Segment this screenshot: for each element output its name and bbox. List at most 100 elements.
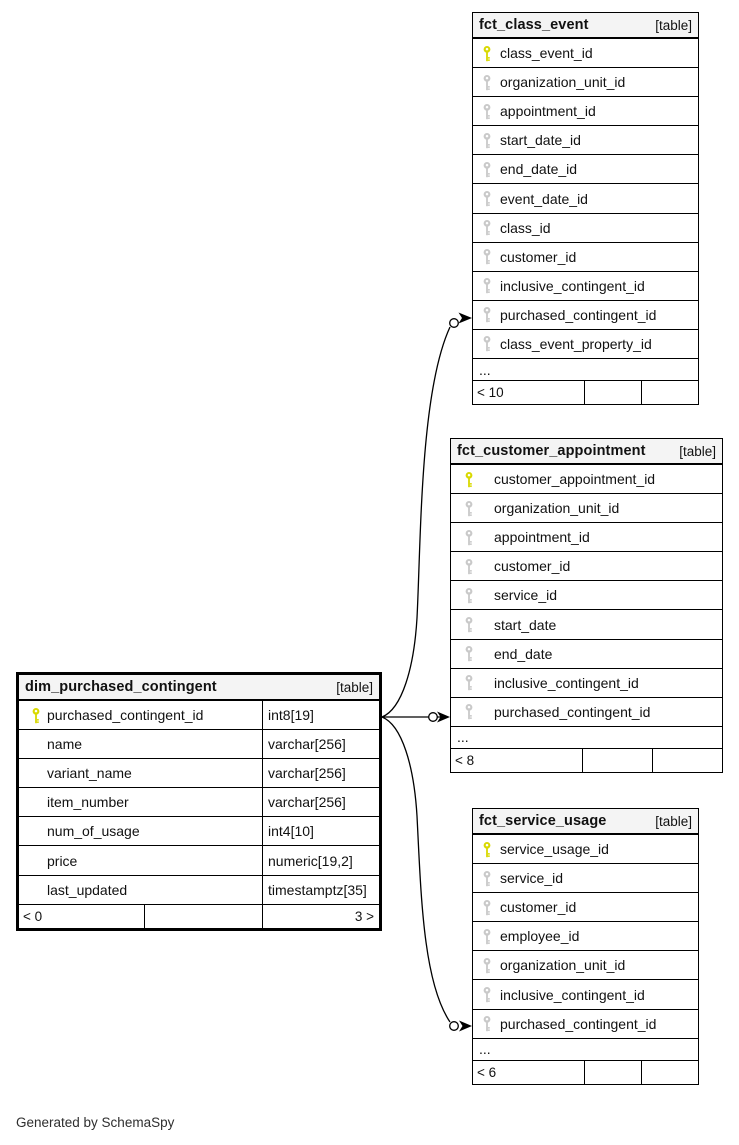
foreign-key-icon: [463, 645, 475, 662]
arrowhead-icon: [458, 312, 472, 324]
related-count-left: < 0: [19, 904, 145, 928]
column-name: purchased_contingent_id: [500, 306, 657, 323]
column-name: class_event_property_id: [500, 335, 652, 352]
column-row-class_id[interactable]: class_id: [473, 213, 698, 243]
foreign-key-icon: [481, 306, 493, 323]
foreign-key-icon: [481, 248, 493, 265]
column-row-purchased_contingent_id[interactable]: purchased_contingent_id: [473, 1009, 698, 1039]
arrowhead-icon: [437, 711, 450, 723]
table-title: fct_service_usage: [479, 813, 607, 829]
column-row-service_id[interactable]: service_id: [451, 581, 722, 611]
arrowhead-icon: [459, 1020, 472, 1032]
column-type: numeric[19,2]: [262, 846, 379, 875]
column-name: inclusive_contingent_id: [500, 986, 645, 1003]
column-row-appointment_id[interactable]: appointment_id: [473, 97, 698, 127]
footer-spacer-cell: [145, 904, 263, 928]
table-header[interactable]: dim_purchased_contingent [table]: [19, 675, 379, 701]
table-footer: < 0 3 >: [19, 904, 379, 928]
foreign-key-icon: [463, 587, 475, 604]
column-row-purchased_contingent_id[interactable]: purchased_contingent_id: [451, 697, 722, 727]
column-name: last_updated: [47, 881, 128, 898]
primary-key-icon: [463, 471, 475, 488]
column-name: end_date_id: [500, 161, 578, 178]
column-row-service_id[interactable]: service_id: [473, 864, 698, 894]
column-type: varchar[256]: [262, 759, 379, 788]
foreign-key-icon: [481, 190, 493, 207]
column-row-customer_id[interactable]: customer_id: [451, 552, 722, 582]
table-footer: < 8: [451, 748, 722, 772]
zero-cardinality-circle: [449, 318, 459, 328]
column-name: inclusive_contingent_id: [494, 674, 639, 691]
column-name: customer_id: [500, 899, 577, 916]
column-row-customer_appointment_id[interactable]: customer_appointment_id: [451, 465, 722, 495]
table-title: dim_purchased_contingent: [25, 679, 217, 695]
column-row-class_event_id[interactable]: class_event_id: [473, 39, 698, 69]
related-count-right: [653, 749, 722, 772]
column-name: purchased_contingent_id: [500, 1015, 657, 1032]
foreign-key-icon: [481, 957, 493, 974]
footer-spacer-cell: [583, 748, 653, 772]
edge-to-fct-class-event: [381, 326, 451, 718]
table-header[interactable]: fct_service_usage [table]: [473, 809, 698, 835]
column-row-variant_name[interactable]: variant_name varchar[256]: [19, 759, 379, 789]
column-name: event_date_id: [500, 190, 588, 207]
table-fct-service-usage[interactable]: fct_service_usage [table] service_usage_…: [472, 808, 699, 1085]
foreign-key-icon: [481, 132, 493, 149]
column-row-num_of_usage[interactable]: num_of_usage int4[10]: [19, 817, 379, 847]
table-dim-purchased-contingent[interactable]: dim_purchased_contingent [table] purchas…: [16, 672, 382, 931]
ellipsis-row: ...: [473, 1039, 698, 1061]
foreign-key-icon: [463, 500, 475, 517]
table-fct-customer-appointment[interactable]: fct_customer_appointment [table] custome…: [450, 438, 723, 773]
related-count-left: < 8: [451, 748, 583, 772]
foreign-key-icon: [481, 277, 493, 294]
column-row-organization_unit_id[interactable]: organization_unit_id: [451, 494, 722, 524]
column-row-end_date[interactable]: end_date: [451, 639, 722, 669]
related-count-right: [642, 1061, 698, 1084]
column-type: int4[10]: [262, 817, 379, 846]
foreign-key-icon: [481, 986, 493, 1003]
column-row-start_date[interactable]: start_date: [451, 610, 722, 640]
column-row-purchased_contingent_id[interactable]: purchased_contingent_id: [473, 300, 698, 330]
column-row-end_date_id[interactable]: end_date_id: [473, 155, 698, 185]
column-row-start_date_id[interactable]: start_date_id: [473, 126, 698, 156]
table-header[interactable]: fct_class_event [table]: [473, 13, 698, 39]
table-type-badge: [table]: [679, 443, 716, 459]
column-name: purchased_contingent_id: [47, 707, 204, 724]
primary-key-icon: [481, 841, 493, 858]
column-row-service_usage_id[interactable]: service_usage_id: [473, 835, 698, 865]
foreign-key-icon: [463, 616, 475, 633]
column-row-event_date_id[interactable]: event_date_id: [473, 184, 698, 214]
footer-spacer-cell: [585, 381, 642, 405]
column-row-inclusive_contingent_id[interactable]: inclusive_contingent_id: [473, 980, 698, 1010]
column-name: end_date: [494, 645, 553, 662]
primary-key-icon: [481, 45, 493, 62]
foreign-key-icon: [481, 899, 493, 916]
column-row-class_event_property_id[interactable]: class_event_property_id: [473, 329, 698, 360]
column-row-organization_unit_id[interactable]: organization_unit_id: [473, 951, 698, 981]
table-header[interactable]: fct_customer_appointment [table]: [451, 439, 722, 465]
column-name: num_of_usage: [47, 823, 140, 840]
table-type-badge: [table]: [655, 17, 692, 33]
zero-cardinality-circle: [428, 712, 438, 722]
column-row-appointment_id[interactable]: appointment_id: [451, 523, 722, 553]
foreign-key-icon: [463, 703, 475, 720]
column-row-customer_id[interactable]: customer_id: [473, 893, 698, 923]
column-name: name: [47, 736, 83, 753]
column-row-organization_unit_id[interactable]: organization_unit_id: [473, 68, 698, 98]
column-name: class_event_id: [500, 45, 593, 62]
column-name: service_id: [500, 870, 564, 887]
column-row-employee_id[interactable]: employee_id: [473, 922, 698, 952]
column-row-inclusive_contingent_id[interactable]: inclusive_contingent_id: [451, 668, 722, 698]
column-row-inclusive_contingent_id[interactable]: inclusive_contingent_id: [473, 271, 698, 301]
column-row-customer_id[interactable]: customer_id: [473, 242, 698, 272]
table-type-badge: [table]: [655, 813, 692, 829]
column-name: variant_name: [47, 765, 132, 782]
column-type: varchar[256]: [262, 788, 379, 817]
